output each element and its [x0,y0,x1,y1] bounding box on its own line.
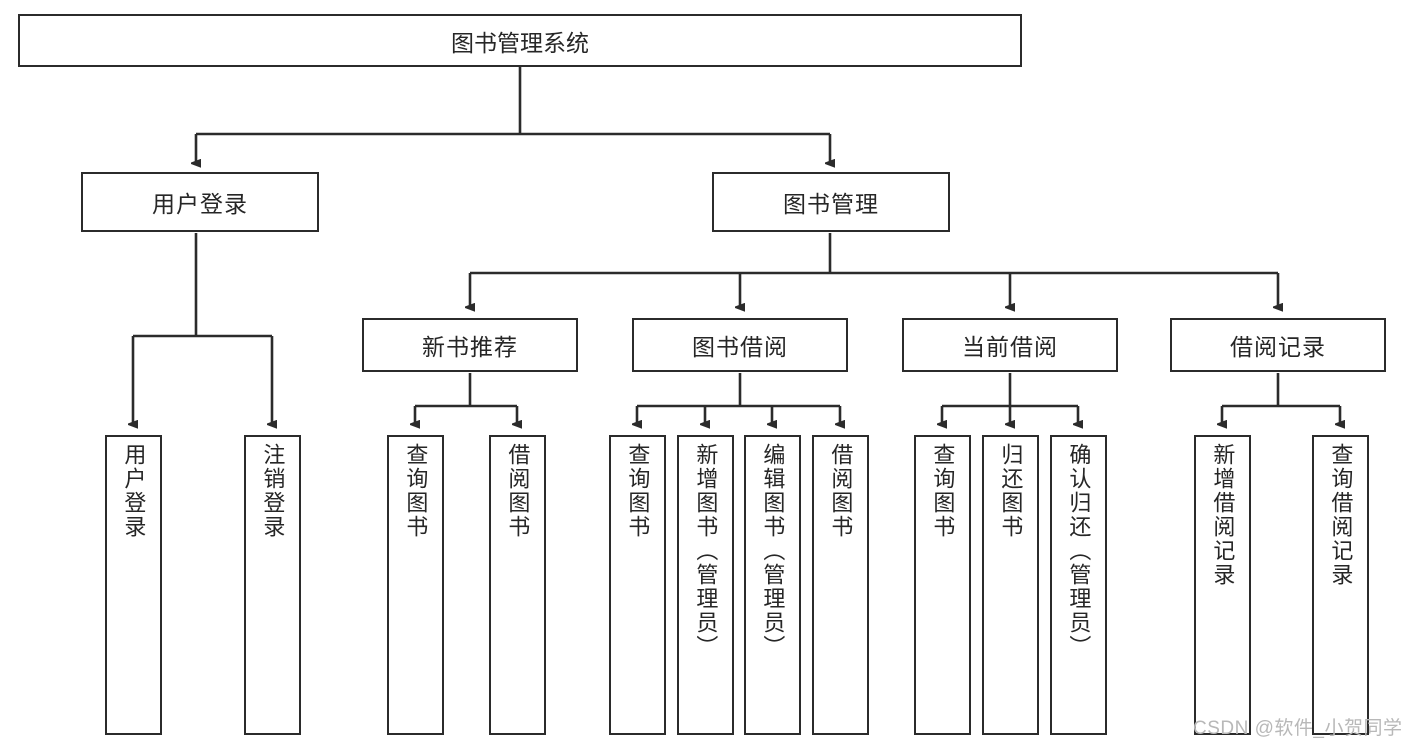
leaf-confirm-return[interactable]: 确认归还（管理员） [1050,435,1107,735]
node-current-borrow-label: 当前借阅 [962,334,1058,360]
leaf-query-book-1[interactable]: 查询图书 [387,435,444,735]
leaf-borrow-book-1[interactable]: 借阅图书 [489,435,546,735]
node-borrow-record-label: 借阅记录 [1230,334,1326,360]
node-new-book-recommend-label: 新书推荐 [422,334,518,360]
leaf-confirm-return-label: 确认归还（管理员） [1066,443,1092,659]
leaf-add-book-label: 新增图书（管理员） [693,443,719,659]
node-root[interactable]: 图书管理系统 [18,14,1022,67]
leaf-query-book-3-label: 查询图书 [930,443,956,539]
leaf-logout[interactable]: 注销登录 [244,435,301,735]
leaf-borrow-book-2-label: 借阅图书 [828,443,854,539]
leaf-edit-book[interactable]: 编辑图书（管理员） [744,435,801,735]
leaf-borrow-book-2[interactable]: 借阅图书 [812,435,869,735]
leaf-logout-label: 注销登录 [260,443,286,539]
leaf-query-record[interactable]: 查询借阅记录 [1312,435,1369,735]
node-root-label: 图书管理系统 [451,29,589,56]
node-user-login[interactable]: 用户登录 [81,172,319,232]
leaf-return-book-label: 归还图书 [998,443,1024,539]
leaf-query-book-3[interactable]: 查询图书 [914,435,971,735]
leaf-query-book-2-label: 查询图书 [625,443,651,539]
node-book-borrow-label: 图书借阅 [692,334,788,360]
leaf-edit-book-label: 编辑图书（管理员） [760,443,786,659]
leaf-add-record-label: 新增借阅记录 [1210,443,1236,587]
node-borrow-record[interactable]: 借阅记录 [1170,318,1386,372]
leaf-user-login-label: 用户登录 [121,443,147,539]
leaf-query-book-1-label: 查询图书 [403,443,429,539]
node-book-manage[interactable]: 图书管理 [712,172,950,232]
leaf-add-book[interactable]: 新增图书（管理员） [677,435,734,735]
leaf-borrow-book-1-label: 借阅图书 [505,443,531,539]
node-new-book-recommend[interactable]: 新书推荐 [362,318,578,372]
leaf-query-book-2[interactable]: 查询图书 [609,435,666,735]
leaf-query-record-label: 查询借阅记录 [1328,443,1354,587]
leaf-user-login[interactable]: 用户登录 [105,435,162,735]
node-user-login-label: 用户登录 [152,191,248,217]
watermark: CSDN @软件_小贺同学 [1193,718,1403,739]
leaf-return-book[interactable]: 归还图书 [982,435,1039,735]
leaf-add-record[interactable]: 新增借阅记录 [1194,435,1251,735]
node-book-borrow[interactable]: 图书借阅 [632,318,848,372]
node-book-manage-label: 图书管理 [783,191,879,217]
node-current-borrow[interactable]: 当前借阅 [902,318,1118,372]
